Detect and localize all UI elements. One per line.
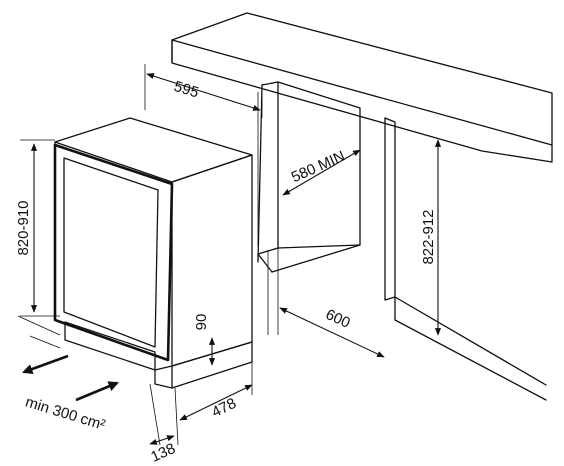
- dim-label-595: 595: [172, 78, 201, 102]
- dim-label-478: 478: [209, 395, 239, 421]
- appliance-top: [54, 117, 253, 183]
- airflow-arrow-outlet: [75, 381, 119, 402]
- niche-side-panel: [257, 81, 279, 335]
- dim-label-90: 90: [193, 314, 210, 331]
- dim-138: 138: [148, 435, 178, 466]
- floor: [17, 315, 179, 446]
- dim-label-600: 600: [323, 306, 353, 332]
- ventilation-arrows: [22, 354, 119, 402]
- dim-depth-580: 580 MIN: [282, 148, 361, 196]
- dim-label-138: 138: [148, 440, 178, 466]
- adjacent-cabinet: [384, 117, 547, 401]
- dim-plinth-90: 90: [193, 314, 216, 366]
- dim-height-822-912: 822-912: [420, 139, 442, 336]
- airflow-arrow-inlet: [22, 354, 69, 375]
- appliance-side: [171, 154, 253, 367]
- plinth: [64, 321, 253, 389]
- dim-width-595: 595: [144, 64, 263, 118]
- countertop: [171, 12, 553, 163]
- appliance-door: [53, 143, 174, 362]
- dim-depth-478: 478: [179, 362, 253, 421]
- dim-label-580-min: 580 MIN: [289, 148, 348, 187]
- dim-width-600: 600: [279, 306, 385, 358]
- dim-height-820-910: 820-910: [15, 139, 60, 317]
- dim-label-820-910: 820-910: [15, 200, 32, 255]
- dim-label-822-912: 822-912: [420, 209, 437, 264]
- ventilation-label: min 300 cm²: [23, 394, 107, 434]
- door-glass: [63, 157, 159, 348]
